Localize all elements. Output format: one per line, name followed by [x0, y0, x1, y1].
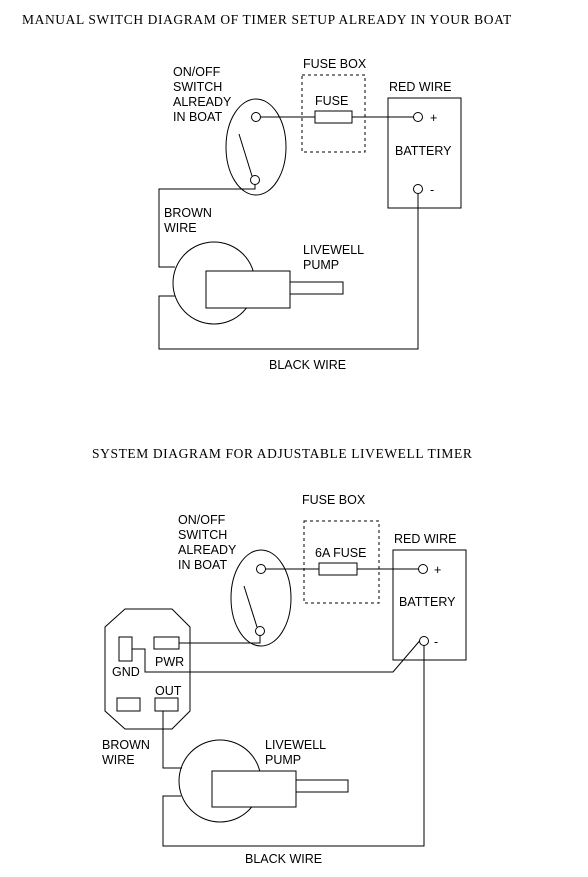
red-wire-label: RED WIRE	[389, 80, 452, 94]
livewell-timer	[104, 608, 191, 730]
unused-terminal	[116, 697, 141, 712]
brown-wire-label-line2: WIRE	[102, 753, 135, 767]
brown-wire	[162, 711, 182, 769]
pump-label-line1: LIVEWELL	[265, 738, 326, 752]
switch-label-line1: ON/OFF	[178, 513, 226, 527]
fuse-label: 6A FUSE	[315, 546, 366, 560]
brown-wire-label-line1: BROWN	[102, 738, 150, 752]
switch-label-line3: ALREADY	[173, 95, 232, 109]
switch-label-line2: SWITCH	[178, 528, 227, 542]
ground-wire	[132, 640, 420, 673]
battery-label: BATTERY	[399, 595, 456, 609]
switch-label-line3: ALREADY	[178, 543, 237, 557]
pump-label-line1: LIVEWELL	[303, 243, 364, 257]
switch-label-line4: IN BOAT	[173, 110, 222, 124]
switch-top-terminal	[256, 564, 266, 574]
on-off-switch	[225, 98, 287, 196]
out-terminal	[154, 697, 179, 712]
fuse-label: FUSE	[315, 94, 348, 108]
brown-wire	[158, 184, 256, 268]
brown-wire-label-line1: BROWN	[164, 206, 212, 220]
pump-motor-body	[211, 770, 297, 808]
black-wire-label: BLACK WIRE	[269, 358, 346, 372]
switch-top-terminal	[251, 112, 261, 122]
battery-plus: +	[434, 563, 441, 577]
timer-system-diagram: SYSTEM DIAGRAM FOR ADJUSTABLE LIVEWELL T…	[92, 446, 472, 866]
pwr-label: PWR	[155, 655, 184, 669]
pump-label-line2: PUMP	[265, 753, 301, 767]
switch-lever	[243, 585, 258, 628]
battery-negative-terminal	[413, 184, 423, 194]
power-wire	[179, 635, 261, 644]
black-wire	[162, 645, 425, 847]
fuse-box	[303, 520, 380, 604]
out-label: OUT	[155, 684, 182, 698]
pump-outlet	[289, 281, 344, 295]
gnd-terminal	[118, 636, 133, 662]
gnd-label: GND	[112, 665, 140, 679]
battery	[392, 549, 467, 661]
pump-label-line2: PUMP	[303, 258, 339, 272]
switch-label-line1: ON/OFF	[173, 65, 221, 79]
battery-minus: -	[434, 635, 438, 649]
diagram2-title: SYSTEM DIAGRAM FOR ADJUSTABLE LIVEWELL T…	[92, 446, 472, 461]
battery-positive-terminal	[418, 564, 428, 574]
pwr-terminal	[153, 636, 180, 650]
black-wire	[158, 193, 419, 350]
fuse	[314, 110, 353, 124]
fuse-box-label: FUSE BOX	[302, 493, 366, 507]
black-wire-label: BLACK WIRE	[245, 852, 322, 866]
manual-switch-diagram: MANUAL SWITCH DIAGRAM OF TIMER SETUP ALR…	[22, 12, 512, 372]
battery-minus: -	[430, 183, 434, 197]
battery-label: BATTERY	[395, 144, 452, 158]
fuse-box	[301, 74, 366, 153]
brown-wire-label-line2: WIRE	[164, 221, 197, 235]
fuse-box-label: FUSE BOX	[303, 57, 367, 71]
battery-positive-terminal	[413, 112, 423, 122]
diagram1-title: MANUAL SWITCH DIAGRAM OF TIMER SETUP ALR…	[22, 12, 512, 27]
battery-plus: +	[430, 111, 437, 125]
pump-motor-body	[205, 270, 291, 309]
red-wire-label: RED WIRE	[394, 532, 457, 546]
fuse	[318, 562, 358, 576]
switch-label-line2: SWITCH	[173, 80, 222, 94]
battery-negative-terminal	[419, 636, 429, 646]
switch-bottom-terminal	[250, 175, 260, 185]
switch-bottom-terminal	[255, 626, 265, 636]
on-off-switch	[230, 549, 292, 647]
battery	[387, 97, 462, 209]
switch-label-line4: IN BOAT	[178, 558, 227, 572]
pump-outlet	[295, 779, 349, 793]
switch-lever	[238, 133, 253, 177]
